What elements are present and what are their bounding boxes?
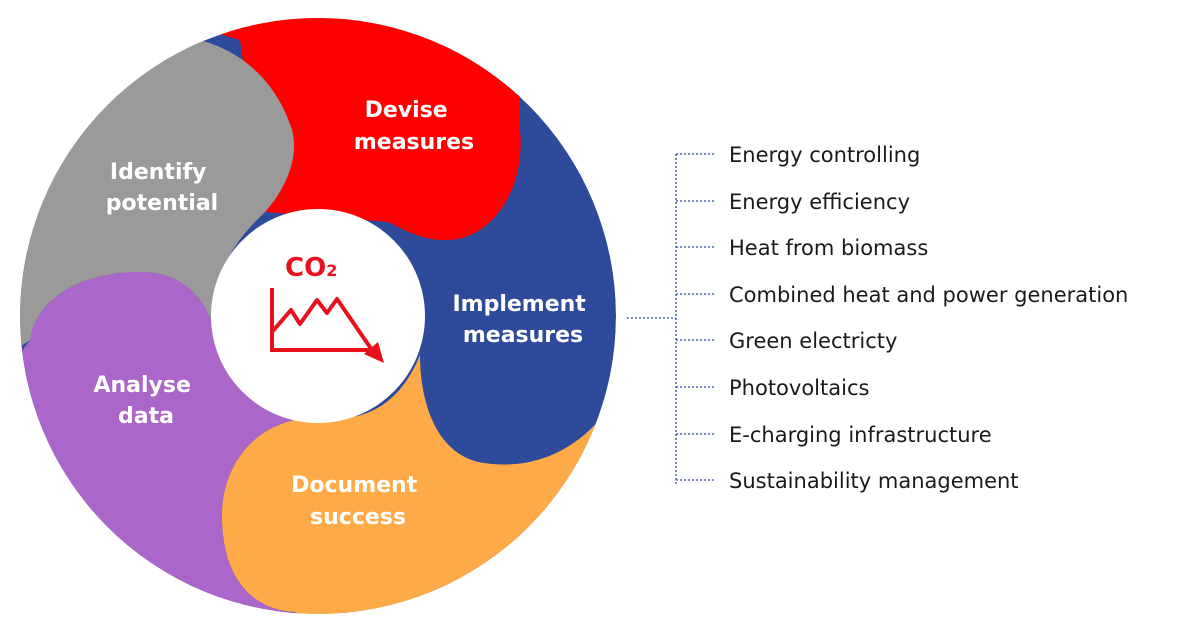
measure-item: Photovoltaics (729, 376, 869, 400)
declining-emissions-chart-icon: CO2 (270, 253, 384, 363)
identify-label-line1: Identify (110, 160, 207, 185)
co2-arrow-icon (364, 342, 384, 363)
document-label: Document success (291, 473, 425, 530)
center-hub (211, 209, 425, 423)
co2-label: CO2 (285, 253, 337, 283)
implement-label: Implement measures (452, 292, 593, 348)
analyse-label: Analyse data (93, 373, 198, 429)
measure-item: Combined heat and power generation (729, 283, 1128, 307)
measure-item: Sustainability management (729, 469, 1019, 493)
document-label-line2: success (310, 505, 406, 530)
document-label-line1: Document (291, 473, 418, 498)
analyse-label-line1: Analyse (93, 373, 190, 398)
co2-main: CO (285, 253, 326, 283)
co2-subscript: 2 (326, 261, 337, 280)
segment-labels: Identify potential Devise measures Imple… (93, 98, 593, 530)
measures-connector (627, 154, 677, 486)
measure-item: E-charging infrastructure (729, 423, 992, 447)
co2-trend-line-icon (270, 297, 374, 352)
devise-label: Devise measures (354, 98, 474, 155)
implement-label-line2: measures (463, 323, 583, 348)
measure-item: Energy efficiency (729, 190, 910, 214)
devise-label-line1: Devise (365, 98, 448, 123)
implement-label-line1: Implement (452, 292, 586, 317)
measure-item: Energy controlling (729, 143, 920, 167)
analyse-label-line2: data (118, 404, 174, 429)
measure-item: Heat from biomass (729, 236, 928, 260)
identify-label-line2: potential (106, 191, 218, 216)
devise-segment (100, 18, 521, 241)
co2-axes-icon (270, 288, 370, 352)
devise-label-line2: measures (354, 130, 474, 155)
measure-item: Green electricty (729, 329, 897, 353)
identify-label: Identify potential (106, 160, 218, 216)
